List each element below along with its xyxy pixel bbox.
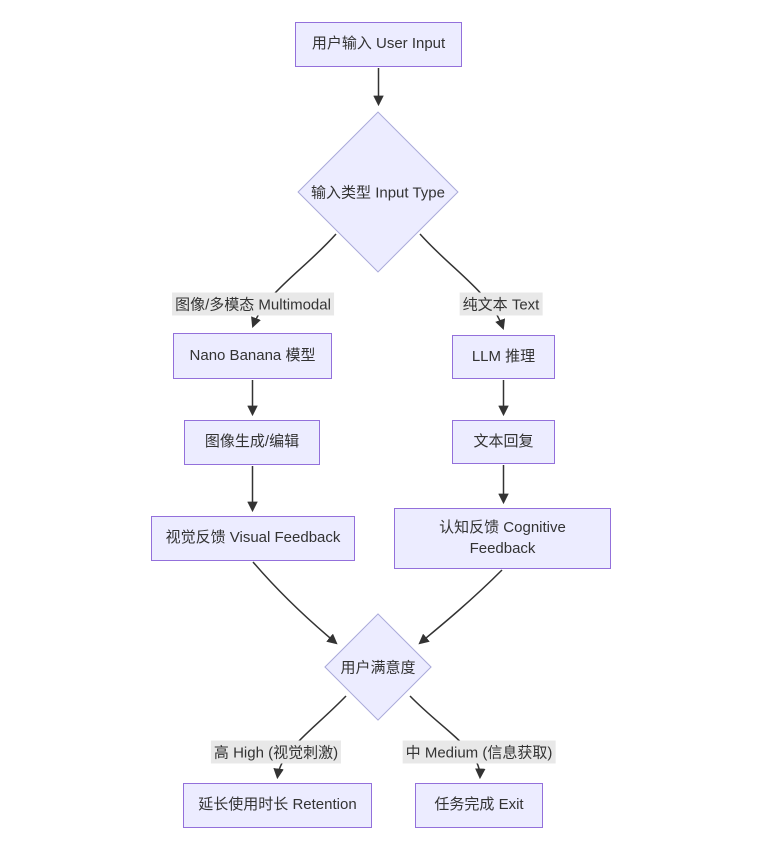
- node-exit: 任务完成 Exit: [415, 783, 543, 828]
- edge-label-text: 纯文本 Text: [459, 292, 543, 316]
- decision-input-type-label: 输入类型 Input Type: [311, 184, 445, 202]
- edge-visualfb-to-satisfaction: [252, 561, 338, 645]
- node-nano-banana-label: Nano Banana 模型: [189, 346, 316, 364]
- node-visual-feedback: 视觉反馈 Visual Feedback: [151, 516, 355, 561]
- node-user-input-label: 用户输入 User Input: [311, 35, 446, 53]
- node-text-reply-label: 文本回复: [473, 432, 534, 450]
- node-cognitive-feedback: 认知反馈 Cognitive Feedback: [394, 508, 611, 569]
- node-retention-label: 延长使用时长 Retention: [198, 796, 357, 814]
- node-image-gen-label: 图像生成/编辑: [204, 433, 300, 451]
- edge-label-medium: 中 Medium (信息获取): [402, 740, 556, 764]
- node-nano-banana: Nano Banana 模型: [173, 333, 332, 379]
- node-cognitive-feedback-label: 认知反馈 Cognitive Feedback: [439, 519, 566, 557]
- edge-label-multimodal: 图像/多模态 Multimodal: [172, 292, 334, 316]
- edge-inputtype-to-llm: [419, 233, 506, 330]
- node-text-reply: 文本回复: [452, 420, 555, 464]
- node-llm: LLM 推理: [452, 335, 555, 379]
- node-exit-label: 任务完成 Exit: [434, 796, 524, 814]
- edge-satisfaction-to-exit: [409, 695, 486, 780]
- node-image-gen: 图像生成/编辑: [184, 420, 320, 465]
- node-llm-label: LLM 推理: [471, 347, 536, 365]
- edge-label-high: 高 High (视觉刺激): [210, 740, 342, 764]
- edge-cognitive-to-satisfaction: [418, 569, 503, 645]
- node-retention: 延长使用时长 Retention: [183, 783, 372, 828]
- node-user-input: 用户输入 User Input: [295, 22, 462, 67]
- node-visual-feedback-label: 视觉反馈 Visual Feedback: [165, 529, 341, 547]
- decision-satisfaction-label: 用户满意度: [340, 659, 416, 677]
- edge-satisfaction-to-retention: [273, 695, 347, 780]
